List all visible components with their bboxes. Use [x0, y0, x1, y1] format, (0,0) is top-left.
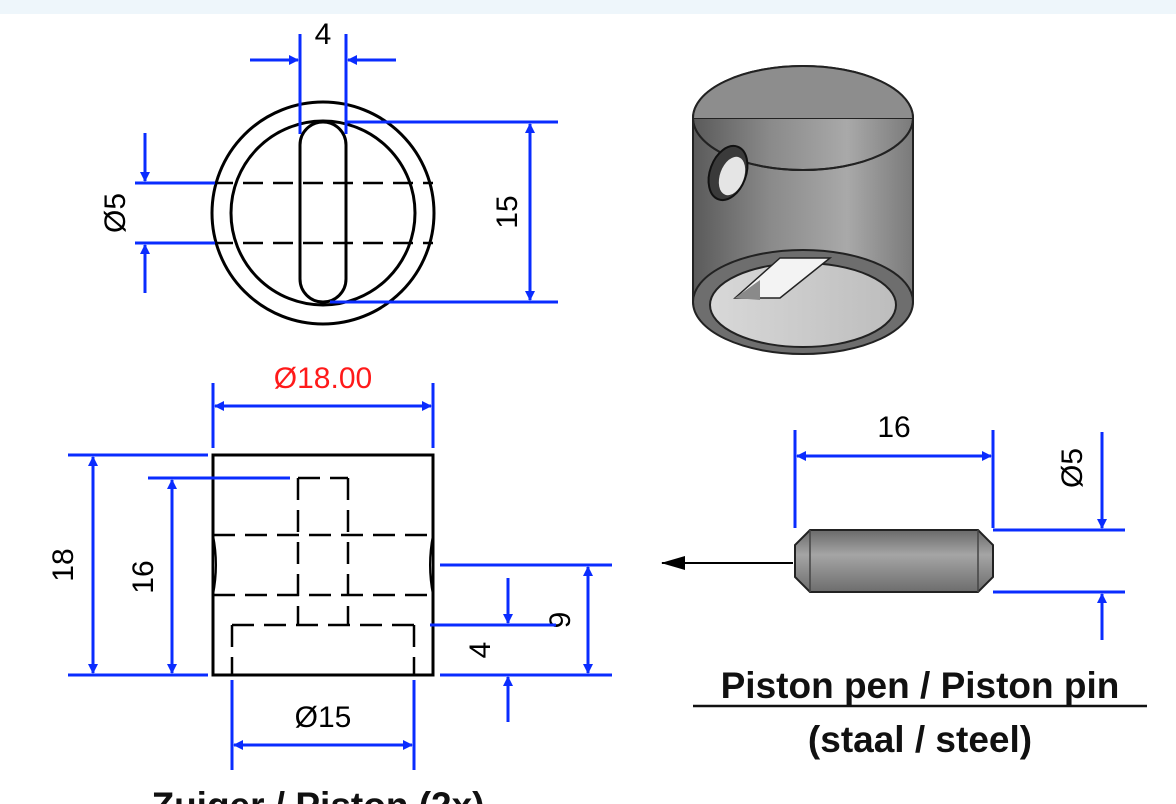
pin-view: 16 Ø5: [661, 411, 1125, 640]
dimension-hole-diameter: [135, 133, 215, 293]
piston-3d-view: [692, 65, 914, 355]
dimension-label-slot-length: 15: [491, 195, 524, 228]
dimension-label-bottom-depth: 4: [464, 642, 497, 659]
outer-circle: [210, 100, 436, 326]
dimension-label-slot-height: 16: [127, 560, 160, 593]
dimension-inner-diameter: [230, 680, 416, 770]
top-strip: [0, 0, 1176, 14]
dimension-pin-height: [440, 563, 612, 677]
dimension-label-pin-length: 16: [877, 411, 910, 444]
side-view: Ø18.00 18 16 Ø15: [47, 362, 612, 770]
dimension-slot-length: [330, 120, 558, 304]
dimension-pin-diameter: [993, 432, 1125, 640]
dimension-label-pin-diameter: Ø5: [1056, 448, 1089, 488]
top-view: 4 Ø5 15: [99, 18, 558, 326]
dimension-slot-height: [148, 476, 290, 677]
piston-title: Zuiger / Piston (2x): [151, 785, 484, 804]
dimension-outer-diameter: [211, 383, 435, 448]
dimension-pin-length: [793, 430, 995, 528]
dimension-label-slot-width: 4: [315, 18, 332, 51]
piston-pin: [794, 529, 994, 593]
dimension-label-inner-diameter: Ø15: [295, 701, 352, 734]
dimension-slot-width: [250, 34, 396, 134]
dimension-bottom-depth: [430, 578, 556, 722]
dimension-label-outer-diameter: Ø18.00: [274, 362, 372, 395]
slot-outline: [298, 120, 348, 304]
pin-material: (staal / steel): [808, 719, 1032, 760]
dimension-label-total-height: 18: [47, 548, 80, 581]
dimension-label-hole-diameter: Ø5: [99, 193, 132, 233]
pin-title: Piston pen / Piston pin: [721, 665, 1120, 706]
